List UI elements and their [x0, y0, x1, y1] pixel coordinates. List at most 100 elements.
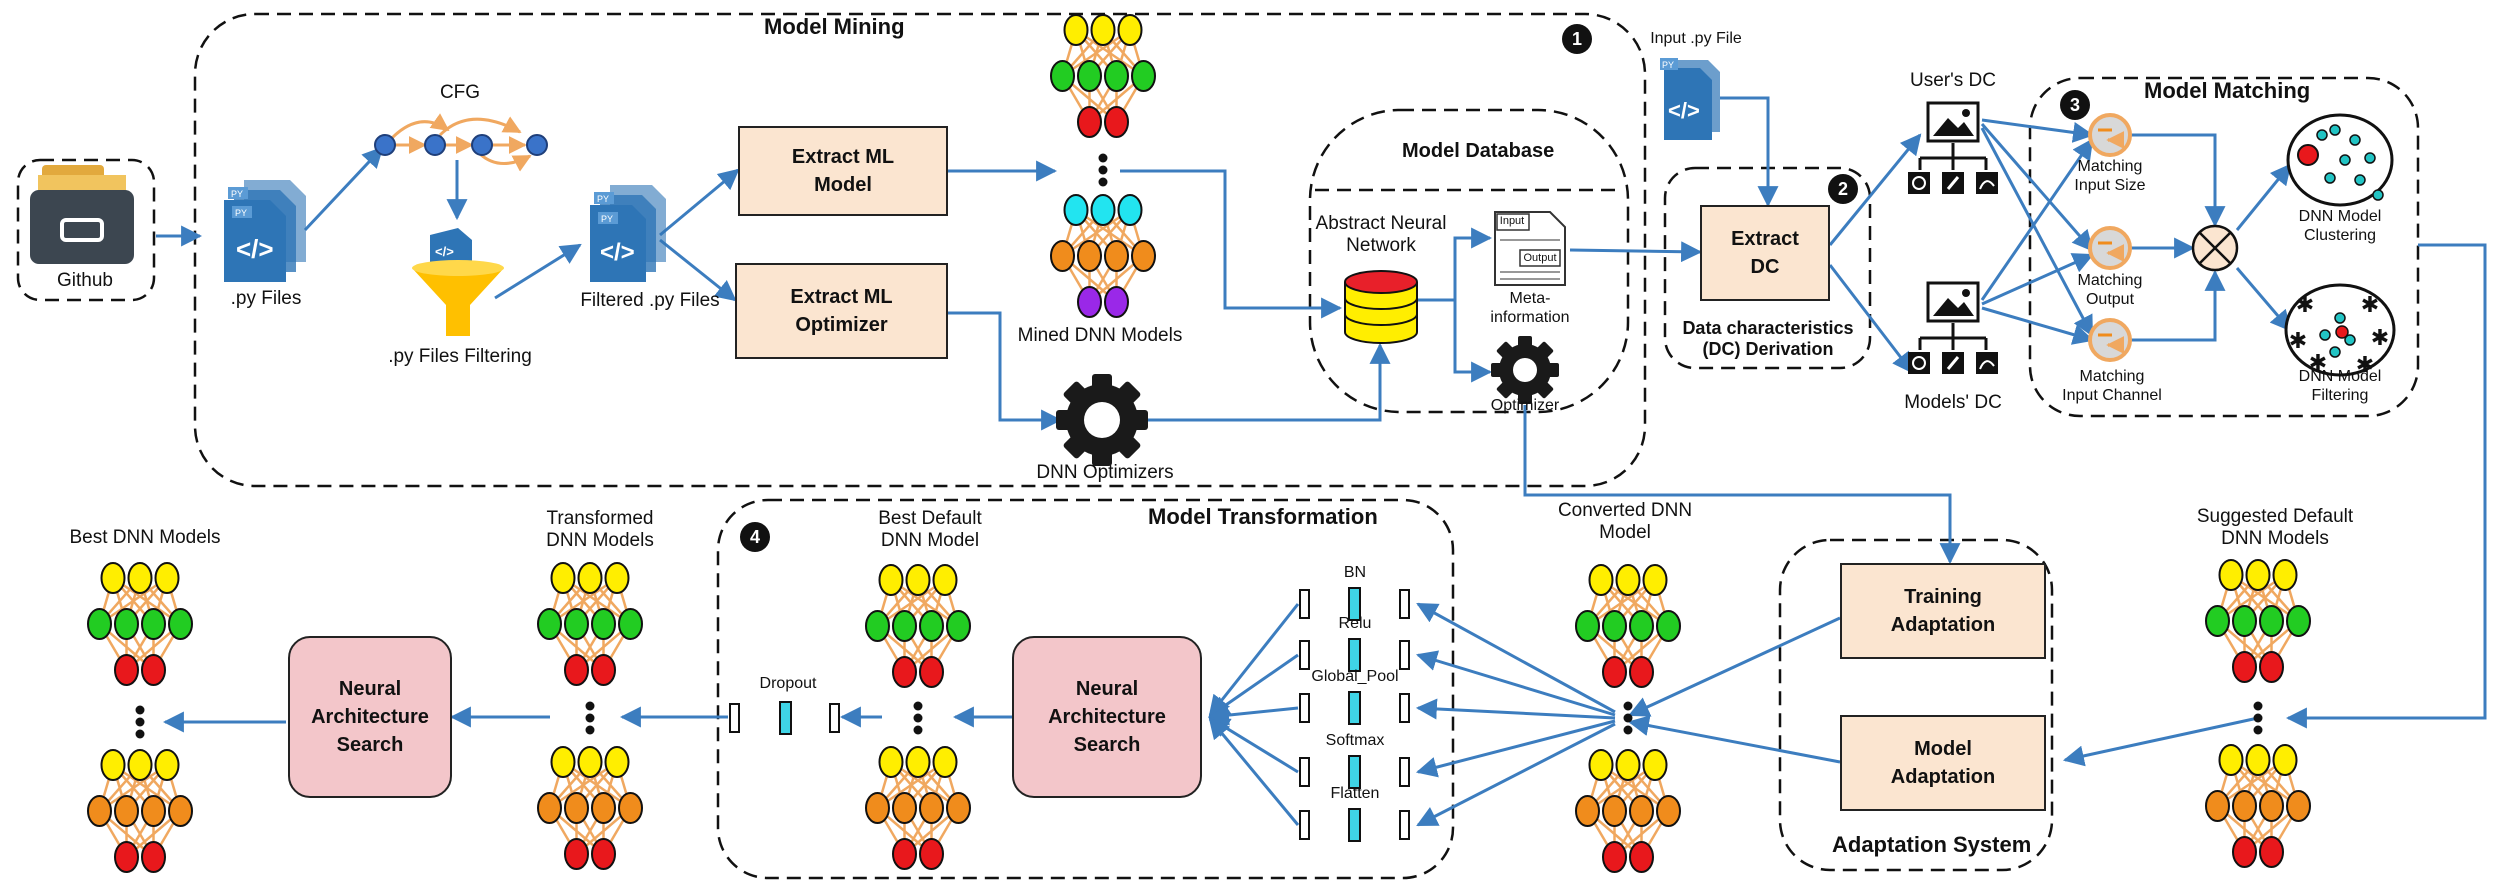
- nn-node: [865, 610, 890, 642]
- nn-node: [878, 746, 904, 778]
- layer-label: Global_Pool: [1311, 668, 1399, 685]
- nn-node: [2259, 605, 2284, 637]
- nn-node: [537, 608, 562, 640]
- nn-node: [1656, 795, 1681, 827]
- nas-outer-box[interactable]: Neural Architecture Search: [288, 636, 452, 798]
- nn-node: [537, 792, 562, 824]
- nn-node: [2286, 790, 2311, 822]
- extract-dc-box[interactable]: Extract DC: [1700, 205, 1830, 301]
- arrow-size-to-multiply: [2130, 133, 2226, 228]
- arrow-meta-to-extract-dc: [1569, 241, 1703, 263]
- nn-node: [618, 608, 643, 640]
- nn-node: [2218, 559, 2244, 591]
- abstract-neural-network-label: Abstract Neural Network: [1315, 213, 1447, 257]
- model-matching-title: Model Matching: [2144, 78, 2311, 103]
- neural-net-icon: [1050, 14, 1156, 138]
- nn-node: [591, 654, 616, 686]
- dnn-model-filtering-label: DNN Model Filtering: [2298, 368, 2382, 404]
- nn-node: [2286, 605, 2311, 637]
- filtered-py-files-label: Filtered .py Files: [580, 290, 720, 311]
- nn-node: [2245, 559, 2271, 591]
- svg-text:PY: PY: [231, 189, 243, 199]
- nn-node: [1602, 795, 1627, 827]
- nn-node: [604, 562, 630, 594]
- nn-node: [1117, 194, 1143, 226]
- nn-node: [1104, 240, 1129, 272]
- meta-information-label: Meta- information: [1490, 290, 1570, 326]
- image-tree-icon: [1908, 281, 1998, 374]
- arrow-filtered-to-optimizer: [659, 238, 737, 302]
- nn-node: [1077, 60, 1102, 92]
- nn-node: [2272, 559, 2298, 591]
- nn-node: [878, 564, 904, 596]
- model-adaptation-box[interactable]: Model Adaptation: [1840, 715, 2046, 811]
- nn-node: [114, 841, 139, 873]
- nn-node: [2232, 790, 2257, 822]
- nn-node: [892, 792, 917, 824]
- nn-node: [865, 792, 890, 824]
- nn-node: [577, 562, 603, 594]
- nn-node: [1602, 656, 1627, 688]
- arrow-users-dc-to-output: [1980, 123, 2094, 252]
- nn-node: [100, 749, 126, 781]
- nn-node: [1117, 14, 1143, 46]
- nn-node: [168, 795, 193, 827]
- image-tree-icon: [1908, 101, 1998, 194]
- step-badge-2: 2: [1828, 174, 1858, 204]
- ellipsis-dots: [2253, 701, 2263, 735]
- arrow-users-dc-to-channel: [1980, 127, 2094, 337]
- dc-derivation-title: Data characteristics (DC) Derivation: [1682, 318, 1854, 360]
- nn-node: [946, 610, 971, 642]
- svg-text:PY: PY: [601, 214, 613, 224]
- py-files-label: .py Files: [230, 288, 302, 309]
- nn-node: [1090, 14, 1116, 46]
- nn-node: [564, 608, 589, 640]
- arrow-converted-to-bn: [1416, 602, 1616, 714]
- nn-node: [2259, 651, 2284, 683]
- nn-node: [892, 610, 917, 642]
- svg-text:✱: ✱: [2361, 293, 2379, 318]
- mined-dnn-models-label: Mined DNN Models: [1017, 325, 1183, 346]
- arrow-extract-dc-to-users-dc: [1828, 133, 1922, 246]
- extract-ml-model-box[interactable]: Extract ML Model: [738, 126, 948, 216]
- arrow-converted-to-relu: [1415, 650, 1616, 717]
- nn-node: [154, 562, 180, 594]
- svg-text:</>: </>: [1668, 98, 1700, 123]
- arrow-multiply-to-filter: [2235, 267, 2292, 332]
- training-adaptation-box[interactable]: Training Adaptation: [1840, 563, 2046, 659]
- dropout-label: Dropout: [759, 675, 817, 692]
- doc-input-label: Input: [1499, 215, 1525, 227]
- svg-text:✱: ✱: [2371, 326, 2389, 351]
- neural-net-icon: [87, 749, 193, 873]
- nn-node: [87, 608, 112, 640]
- neural-net-icon: [537, 562, 643, 686]
- layer-insert: [1299, 808, 1410, 842]
- model-transformation-group: [716, 498, 1455, 880]
- arrow-bn-to-nas: [1208, 603, 1300, 717]
- matching-icon: [2088, 226, 2132, 268]
- arrow-models-dc-to-size: [1980, 138, 2094, 301]
- svg-text:PY: PY: [597, 194, 609, 204]
- converted-dnn-model-label: Converted DNN Model: [1557, 500, 1693, 544]
- layer-insert: [1299, 587, 1410, 621]
- nn-node: [577, 746, 603, 778]
- nn-node: [100, 562, 126, 594]
- doc-output-label: Output: [1523, 252, 1557, 264]
- nn-node: [1050, 240, 1075, 272]
- py-files-filtering-label: .py Files Filtering: [388, 346, 532, 367]
- cfg-label: CFG: [439, 82, 481, 103]
- arrow-nets-to-database: [1120, 169, 1343, 319]
- arrow-channel-to-multiply: [2130, 269, 2226, 342]
- nas-inner-box[interactable]: Neural Architecture Search: [1012, 636, 1202, 798]
- extract-ml-optimizer-box[interactable]: Extract ML Optimizer: [735, 263, 948, 359]
- nn-node: [2259, 790, 2284, 822]
- matching-icon: [2088, 113, 2132, 155]
- optimizer-label: Optimizer: [1490, 397, 1560, 414]
- nn-node: [1131, 240, 1156, 272]
- best-default-dnn-model-label: Best Default DNN Model: [878, 508, 982, 552]
- arrow-optimizer-to-training: [1523, 405, 1961, 565]
- nn-node: [1077, 240, 1102, 272]
- nn-node: [591, 792, 616, 824]
- nn-node: [114, 608, 139, 640]
- nn-node: [141, 654, 166, 686]
